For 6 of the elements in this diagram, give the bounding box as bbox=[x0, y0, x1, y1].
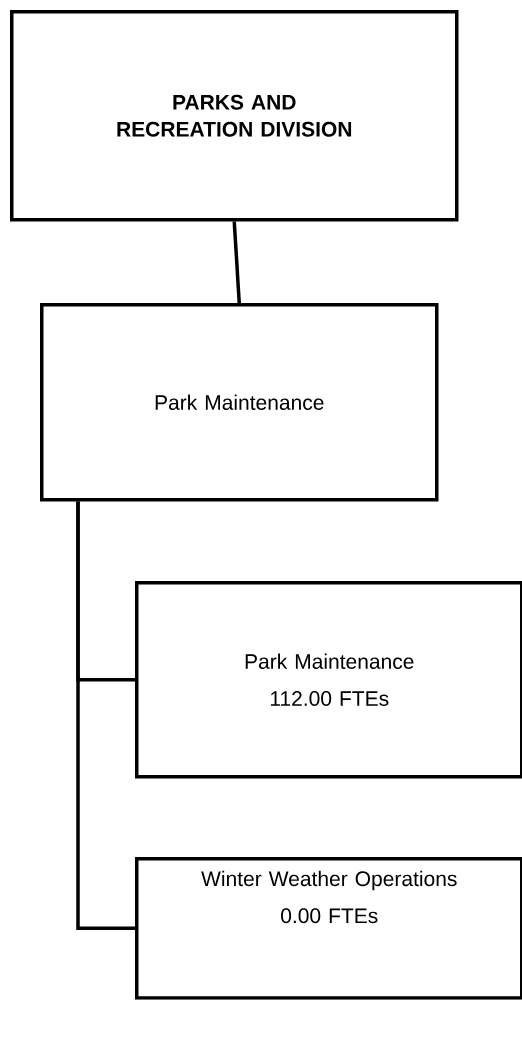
unit-box: Park Maintenance bbox=[40, 303, 439, 502]
staff-box: Winter Weather Operations 0.00 FTEs bbox=[135, 857, 522, 1000]
connector-line bbox=[76, 501, 135, 931]
staff-box: Park Maintenance 112.00 FTEs bbox=[135, 581, 522, 779]
connector-line bbox=[232, 221, 241, 304]
division-box: PARKS AND RECREATION DIVISION bbox=[10, 10, 459, 222]
